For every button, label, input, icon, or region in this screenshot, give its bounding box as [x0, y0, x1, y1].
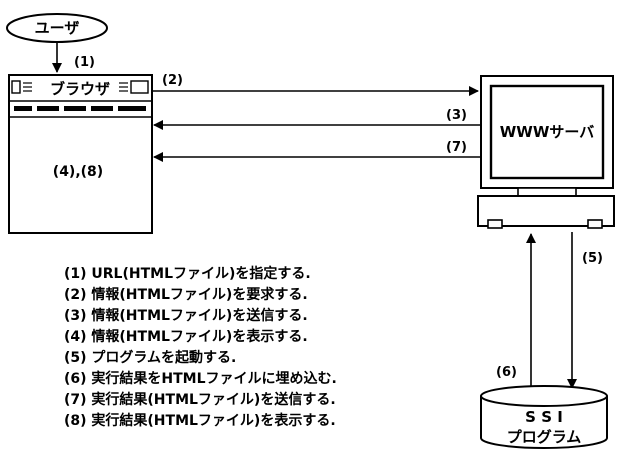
arrow-7: (7) [153, 140, 480, 162]
browser-title: ブラウザ [50, 80, 110, 98]
browser-window: ブラウザ (4),(8) [8, 74, 153, 234]
ssi-line1: S S I [525, 408, 563, 426]
arrow-1: (1) [52, 43, 95, 73]
server-label: WWWサーバ [500, 123, 595, 141]
user-node: ユーザ [6, 13, 108, 43]
title-bar-lines-right-icon [119, 82, 128, 92]
user-label: ユーザ [35, 19, 80, 37]
title-bar-lines-icon [23, 82, 32, 92]
legend-item: (3) 情報(HTMLファイル)を送信する. [64, 308, 308, 324]
arrow-6: (6) [496, 233, 536, 392]
legend-item: (8) 実行結果(HTMLファイル)を表示する. [64, 413, 336, 429]
base-foot-right [587, 219, 603, 229]
step-legend: (1) URL(HTMLファイル)を指定する. (2) 情報(HTMLファイル)… [64, 264, 337, 432]
legend-item: (2) 情報(HTMLファイル)を要求する. [64, 287, 308, 303]
arrow-3-label: (3) [446, 108, 467, 123]
ssi-line2: プログラム [507, 428, 582, 446]
legend-item: (7) 実行結果(HTMLファイル)を送信する. [64, 392, 336, 408]
legend-item: (5) プログラムを起動する. [64, 350, 237, 366]
maximize-icon [130, 80, 149, 94]
arrow-7-label: (7) [446, 140, 467, 155]
arrow-2-label: (2) [162, 73, 183, 88]
arrow-3: (3) [153, 108, 480, 130]
arrow-5: (5) [567, 232, 603, 389]
monitor-stand [517, 187, 577, 197]
www-server: WWWサーバ [477, 75, 615, 229]
toolbar-icons [14, 106, 146, 111]
browser-content-label: (4),(8) [53, 164, 103, 180]
ssi-program: S S I プログラム [480, 385, 608, 449]
arrow-1-label: (1) [74, 55, 95, 70]
monitor-screen [489, 84, 605, 180]
base-foot-left [487, 219, 503, 229]
legend-item: (4) 情報(HTMLファイル)を表示する. [64, 329, 308, 345]
arrow-2: (2) [152, 73, 479, 96]
legend-item: (1) URL(HTMLファイル)を指定する. [64, 266, 311, 282]
arrow-6-label: (6) [496, 365, 517, 380]
legend-item: (6) 実行結果をHTMLファイルに埋め込む. [64, 371, 337, 387]
window-menu-icon [11, 80, 21, 94]
arrow-5-label: (5) [582, 251, 603, 266]
